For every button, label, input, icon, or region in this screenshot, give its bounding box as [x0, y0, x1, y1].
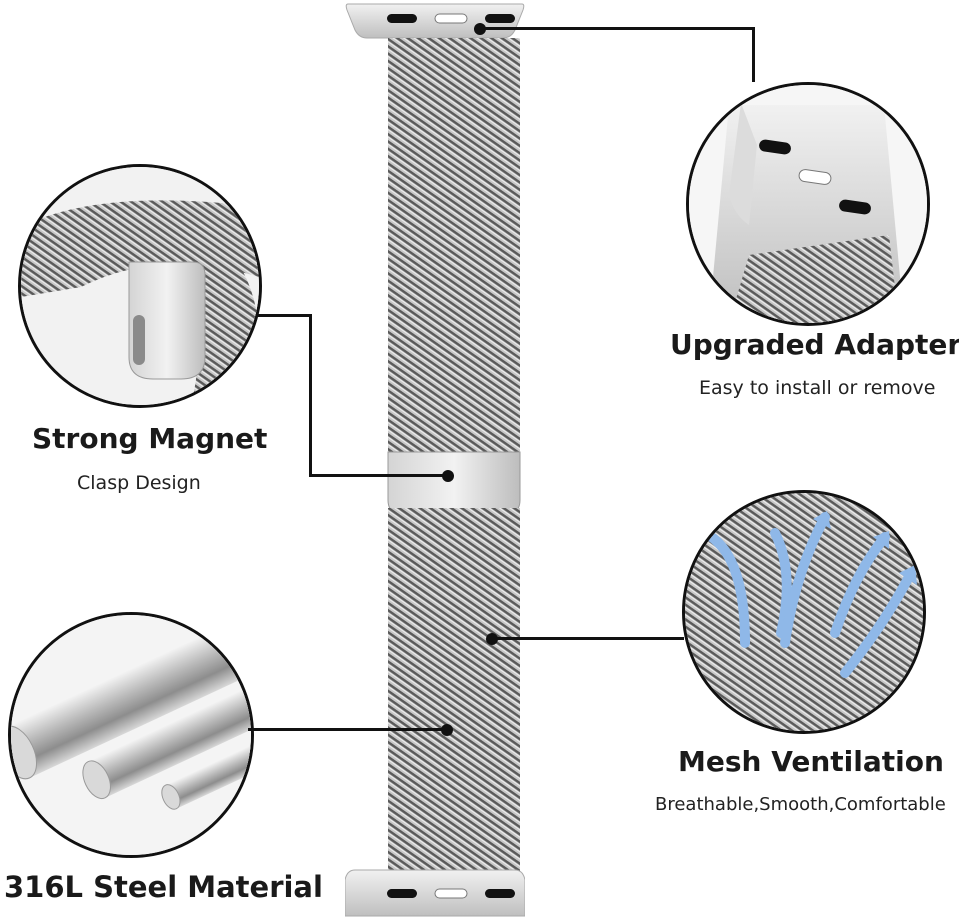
magnet-callout-dot: [442, 470, 454, 482]
steel-rods-closeup: [8, 612, 254, 858]
mesh-callout-line: [492, 637, 684, 640]
adapter-subtitle: Easy to install or remove: [699, 377, 936, 399]
magnet-callout-line-h1: [256, 314, 311, 317]
steel-callout-dot: [441, 724, 453, 736]
magnet-title: Strong Magnet: [32, 422, 268, 455]
magnet-subtitle: Clasp Design: [77, 472, 201, 494]
magnet-clasp-closeup: [18, 164, 262, 408]
magnet-callout-line-h2: [309, 474, 449, 477]
adapter-callout-line-h: [480, 27, 755, 30]
magnet-callout-line-v: [309, 314, 312, 477]
mesh-subtitle: Breathable,Smooth,Comfortable: [655, 794, 946, 815]
mesh-title: Mesh Ventilation: [678, 745, 944, 778]
mesh-airflow-closeup: [682, 490, 926, 734]
steel-title: 316L Steel Material: [4, 870, 323, 904]
adapter-closeup: [686, 82, 930, 326]
adapter-title: Upgraded Adapter: [670, 328, 959, 361]
watch-band: [344, 0, 526, 920]
steel-callout-line: [248, 728, 446, 731]
adapter-callout-line-v: [752, 27, 755, 82]
